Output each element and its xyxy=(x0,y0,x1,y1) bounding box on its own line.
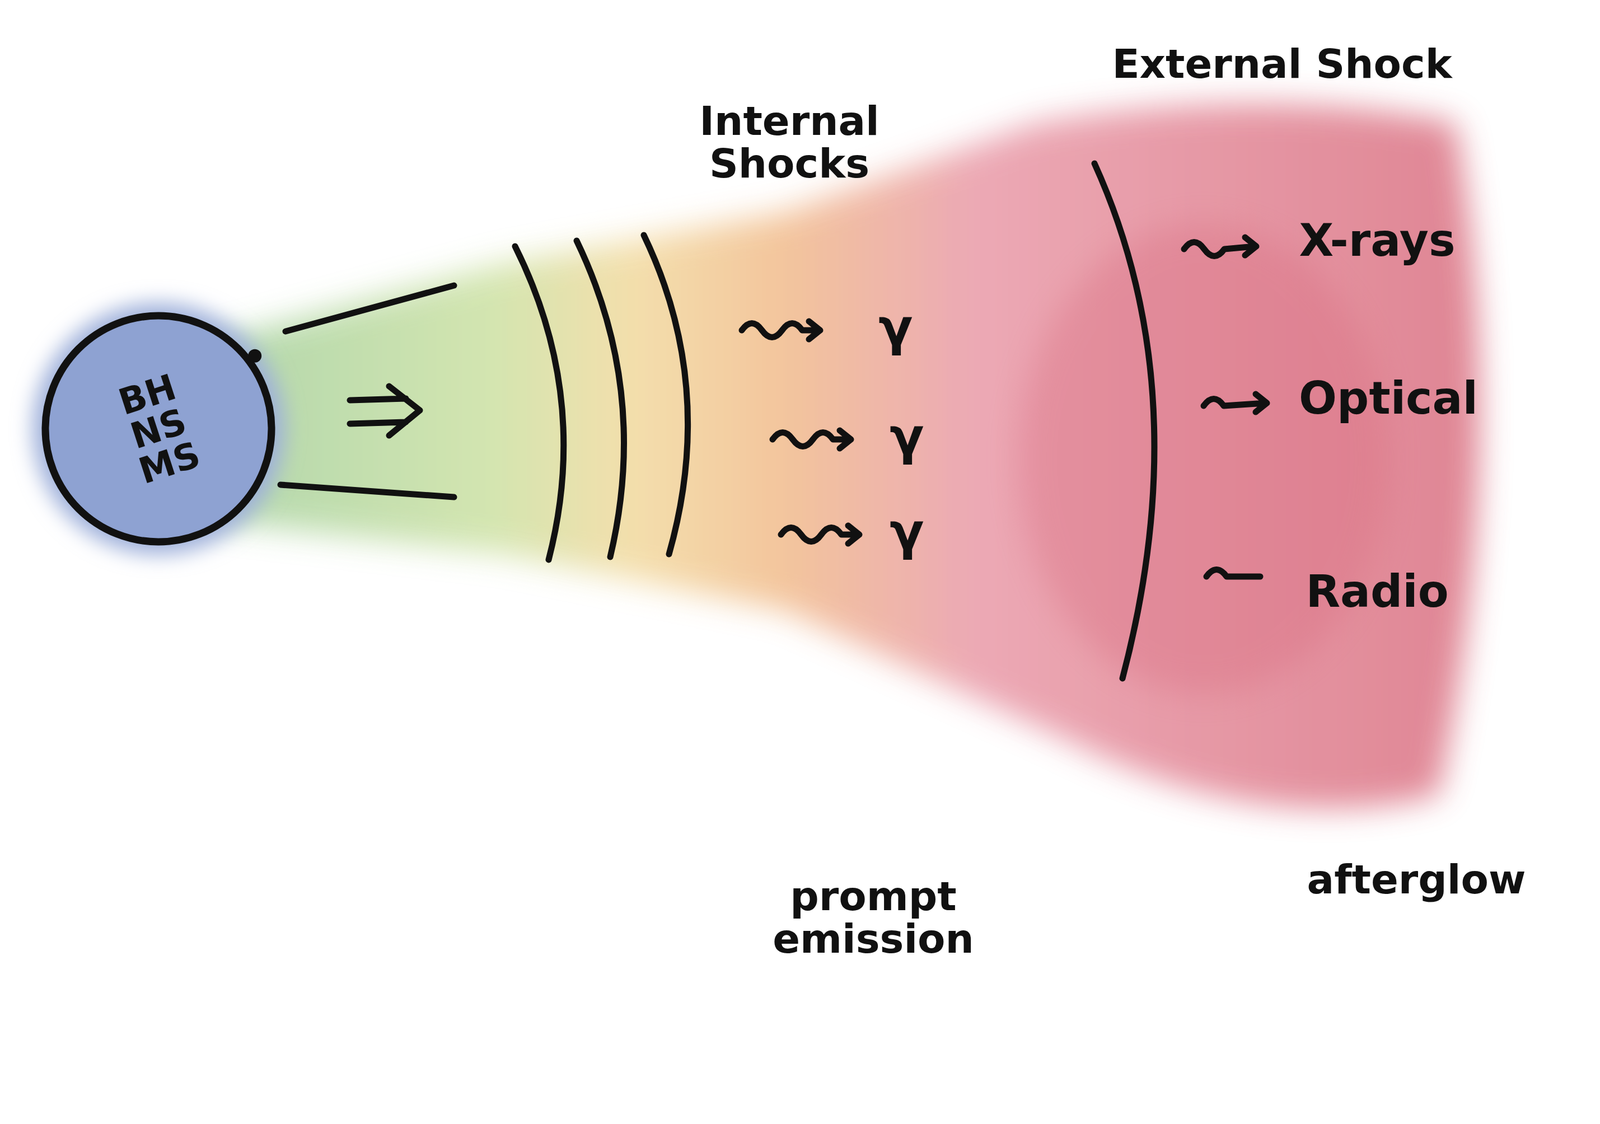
internal-shock-arc xyxy=(643,235,689,555)
jet-edge xyxy=(280,484,455,498)
annotation-label: Optical xyxy=(1276,375,1501,423)
annotation-label: γ xyxy=(873,410,941,464)
photon-arrow xyxy=(1184,237,1257,257)
annotation-label: prompt emission xyxy=(727,875,1019,961)
core-glow xyxy=(1018,223,1389,695)
photon-arrow xyxy=(1206,569,1261,578)
annotation-label: Internal Shocks xyxy=(688,100,891,185)
internal-shock-arc xyxy=(576,240,625,558)
jet-base-dot xyxy=(248,349,262,363)
annotation-label: γ xyxy=(862,301,930,355)
flow-arrow xyxy=(349,386,420,436)
annotation-label: γ xyxy=(873,505,941,559)
source-circle: BH NS MS xyxy=(40,311,276,547)
source-halo xyxy=(32,302,285,555)
photon-arrow xyxy=(741,321,821,340)
annotation-label: Radio xyxy=(1265,568,1490,616)
internal-shock-arc xyxy=(515,246,564,560)
photon-arrow xyxy=(772,430,851,449)
photon-arrow xyxy=(1203,394,1267,413)
photon-arrow xyxy=(780,525,860,544)
annotation-label: afterglow xyxy=(1276,858,1557,902)
annotation-label: External Shock xyxy=(1030,43,1534,86)
jet-glow xyxy=(212,103,1480,809)
annotation-label: X-rays xyxy=(1265,217,1490,265)
jet-edge xyxy=(285,285,455,332)
circle-shape xyxy=(45,315,272,542)
external-shock-arc xyxy=(1094,163,1155,679)
